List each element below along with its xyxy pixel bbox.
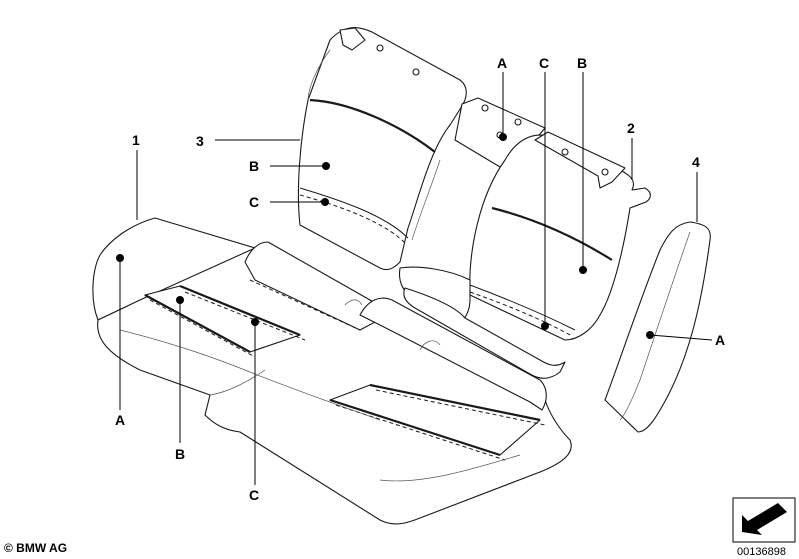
label-part-1: 1 [132,132,140,148]
callout-labels: 1 3 B C A C B 2 4 A B C A [115,55,725,503]
diagram-number: 00136898 [737,546,786,558]
callout-dot [251,318,259,326]
label-backrest-right-a: A [497,55,507,71]
backrest-left [297,27,467,271]
label-cushion-c: C [249,487,259,503]
callout-dot [321,198,329,206]
label-part-3: 3 [196,133,204,149]
label-backrest-right-b: B [577,55,587,71]
footer: © BMW AG 00136898 [4,497,796,558]
callout-dot [176,296,184,304]
label-side-a: A [715,332,725,348]
side-bolster [604,221,711,433]
label-backrest-left-c: C [249,194,259,210]
seat-cushion [92,217,572,525]
callout-dot [499,133,507,141]
label-backrest-left-b: B [249,158,259,174]
label-cushion-b: B [175,446,185,462]
callout-dot [541,322,549,330]
callout-lines [116,72,713,485]
label-part-4: 4 [692,154,700,170]
callout-dot [579,266,587,274]
label-part-2: 2 [627,120,635,136]
callout-dot [646,331,654,339]
label-backrest-right-c: C [539,55,549,71]
backrest-right [398,97,651,379]
callout-dot [322,162,330,170]
label-cushion-a: A [115,412,125,428]
copyright-text: © BMW AG [4,541,67,555]
callout-dot [116,254,124,262]
arrow-icon [732,497,796,543]
